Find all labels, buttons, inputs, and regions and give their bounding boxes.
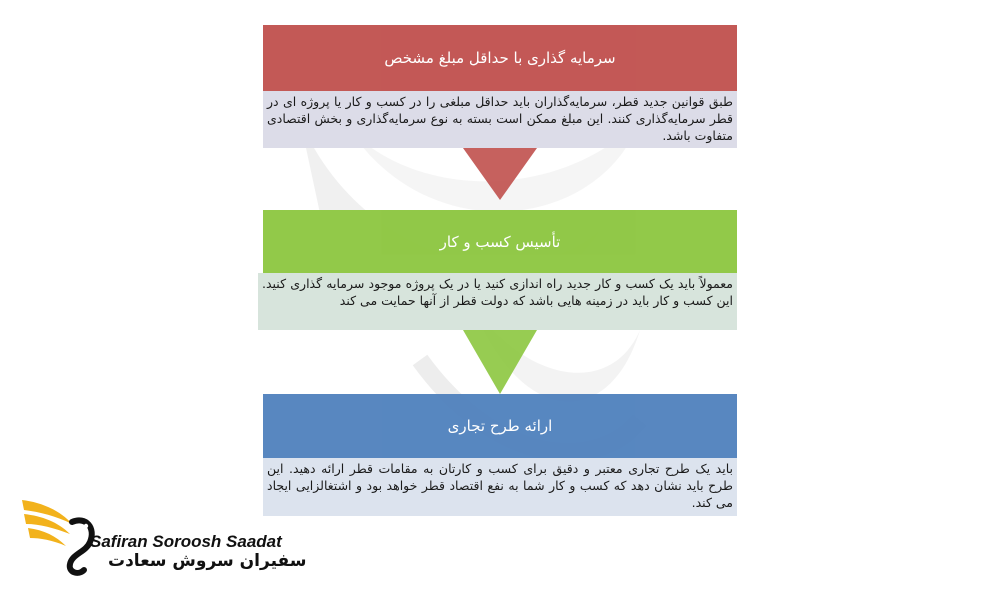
company-logo: Safiran Soroosh Saadat سفیران سروش سعادت (20, 492, 306, 582)
brand-name-persian: سفیران سروش سعادت (108, 551, 307, 571)
step-3-description: باید یک طرح تجاری معتبر و دقیق برای کسب … (263, 458, 737, 516)
step-2-header: تأسیس کسب و کار (263, 210, 737, 273)
step-3-title: ارائه طرح تجاری (447, 417, 553, 435)
step-3-header: ارائه طرح تجاری (263, 394, 737, 458)
step-1-title: سرمایه گذاری با حداقل مبلغ مشخص (384, 49, 616, 67)
step-2-title: تأسیس کسب و کار (439, 232, 561, 251)
golden-bird-logo-icon (22, 500, 95, 576)
arrow-down-icon (463, 330, 537, 394)
step-1-header: سرمایه گذاری با حداقل مبلغ مشخص (263, 25, 737, 91)
step-1-description: طبق قوانین جدید قطر، سرمایه‌گذاران باید … (263, 91, 737, 148)
arrow-down-icon (463, 148, 537, 200)
brand-name-english: Safiran Soroosh Saadat (90, 532, 282, 551)
step-2-description: معمولاً باید یک کسب و کار جدید راه انداز… (258, 273, 737, 330)
